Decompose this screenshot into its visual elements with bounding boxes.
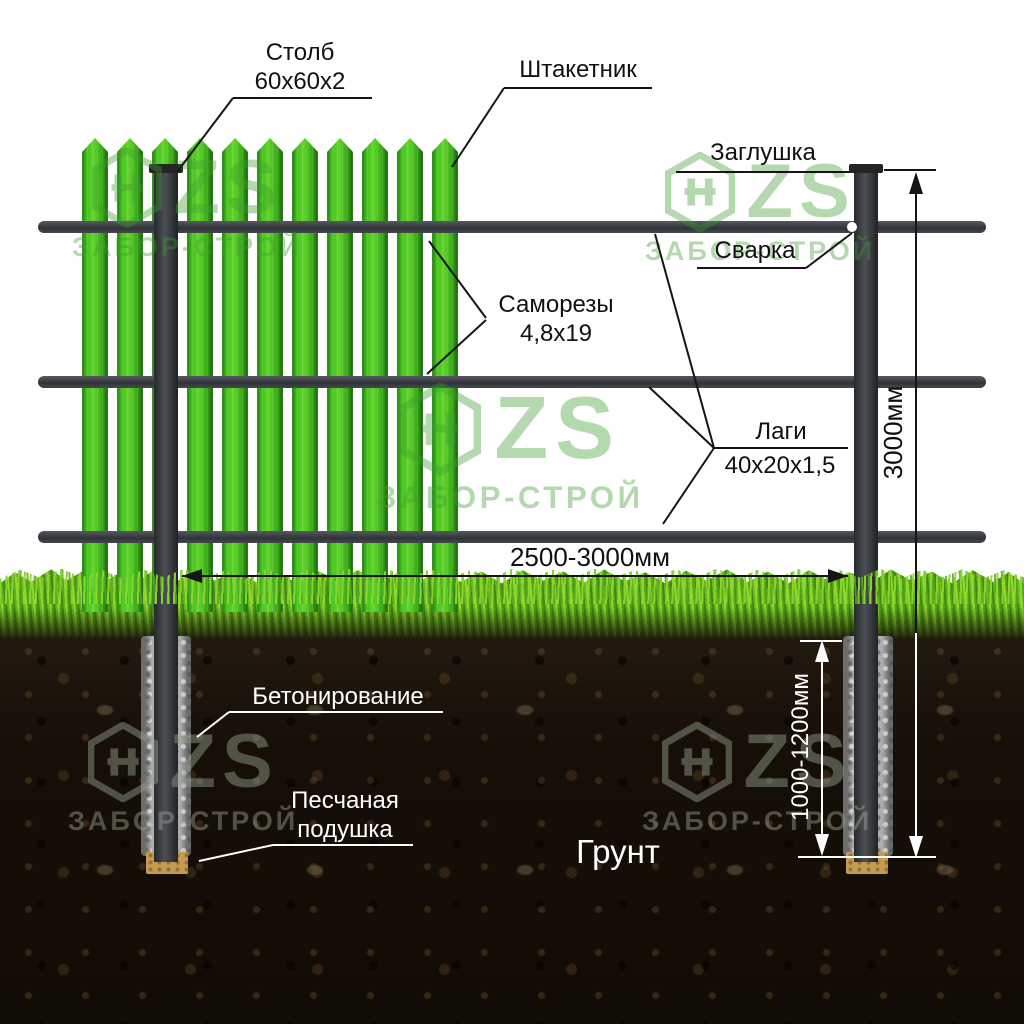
- fence-post-left: [154, 168, 178, 862]
- leader-svarka: [805, 232, 853, 269]
- watermark-logo-text: ZS: [494, 379, 621, 478]
- rail-bottom: [38, 531, 986, 543]
- label-ground: Грунт: [576, 833, 660, 870]
- post-cap-right: [849, 164, 883, 173]
- post-cap-left: [149, 164, 183, 173]
- label-post-name: Столб: [265, 39, 335, 66]
- label-weld: Сварка: [714, 237, 796, 264]
- label-rails-size: 40х20х1,5: [724, 452, 836, 479]
- dimension-span-label: 2500-3000мм: [509, 542, 671, 572]
- label-screws: Саморезы 4,8х19: [490, 290, 622, 348]
- label-concreting: Бетонирование: [252, 683, 424, 710]
- label-screws-name: Саморезы: [498, 291, 614, 318]
- label-sand-1: Песчаная: [291, 787, 399, 814]
- grass-blades-overlay: [0, 568, 1024, 604]
- leader-shtaketnik: [451, 87, 505, 168]
- dimension-depth-label: 1000-1200мм: [787, 673, 814, 821]
- label-post: Столб 60х60х2: [220, 38, 380, 96]
- dimension-height-label: 3000мм: [878, 385, 908, 480]
- label-cap: Заглушка: [710, 139, 816, 166]
- rail-top: [38, 221, 986, 233]
- leader-lagi-2: [648, 386, 715, 449]
- leader-lagi-1: [654, 233, 715, 449]
- label-sand-2: подушка: [297, 816, 393, 843]
- label-rails-name: Лаги: [755, 418, 807, 445]
- rail-middle: [38, 376, 986, 388]
- height-arrow-top: [909, 172, 923, 194]
- label-screws-size: 4,8х19: [519, 320, 593, 347]
- fence-post-right: [854, 168, 878, 862]
- label-picket: Штакетник: [519, 56, 637, 83]
- label-sand-cushion: Песчаная подушка: [276, 786, 414, 844]
- label-post-size: 60х60х2: [254, 68, 346, 95]
